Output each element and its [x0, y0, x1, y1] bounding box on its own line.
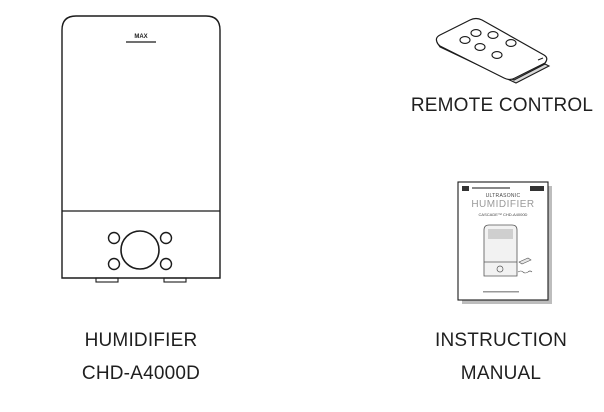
manual-caption: INSTRUCTION MANUAL: [410, 324, 592, 390]
humidifier-name: HUMIDIFIER: [84, 330, 198, 351]
max-fill-label: MAX: [134, 34, 148, 40]
manual-cover-title: HUMIDIFIER: [471, 199, 535, 210]
humidifier-model: CHD-A4000D: [81, 363, 201, 384]
humidifier-caption: HUMIDIFIER CHD-A4000D: [51, 324, 231, 390]
manual-cover-model: CASCADE™ CHD-A4000D: [478, 212, 528, 217]
remote-caption: REMOTE CONTROL: [410, 95, 594, 116]
manual-cover-kicker: ULTRASONIC: [485, 193, 521, 199]
manual-caption-line2: MANUAL: [460, 363, 542, 384]
manual-caption-line1: INSTRUCTION: [434, 330, 568, 351]
